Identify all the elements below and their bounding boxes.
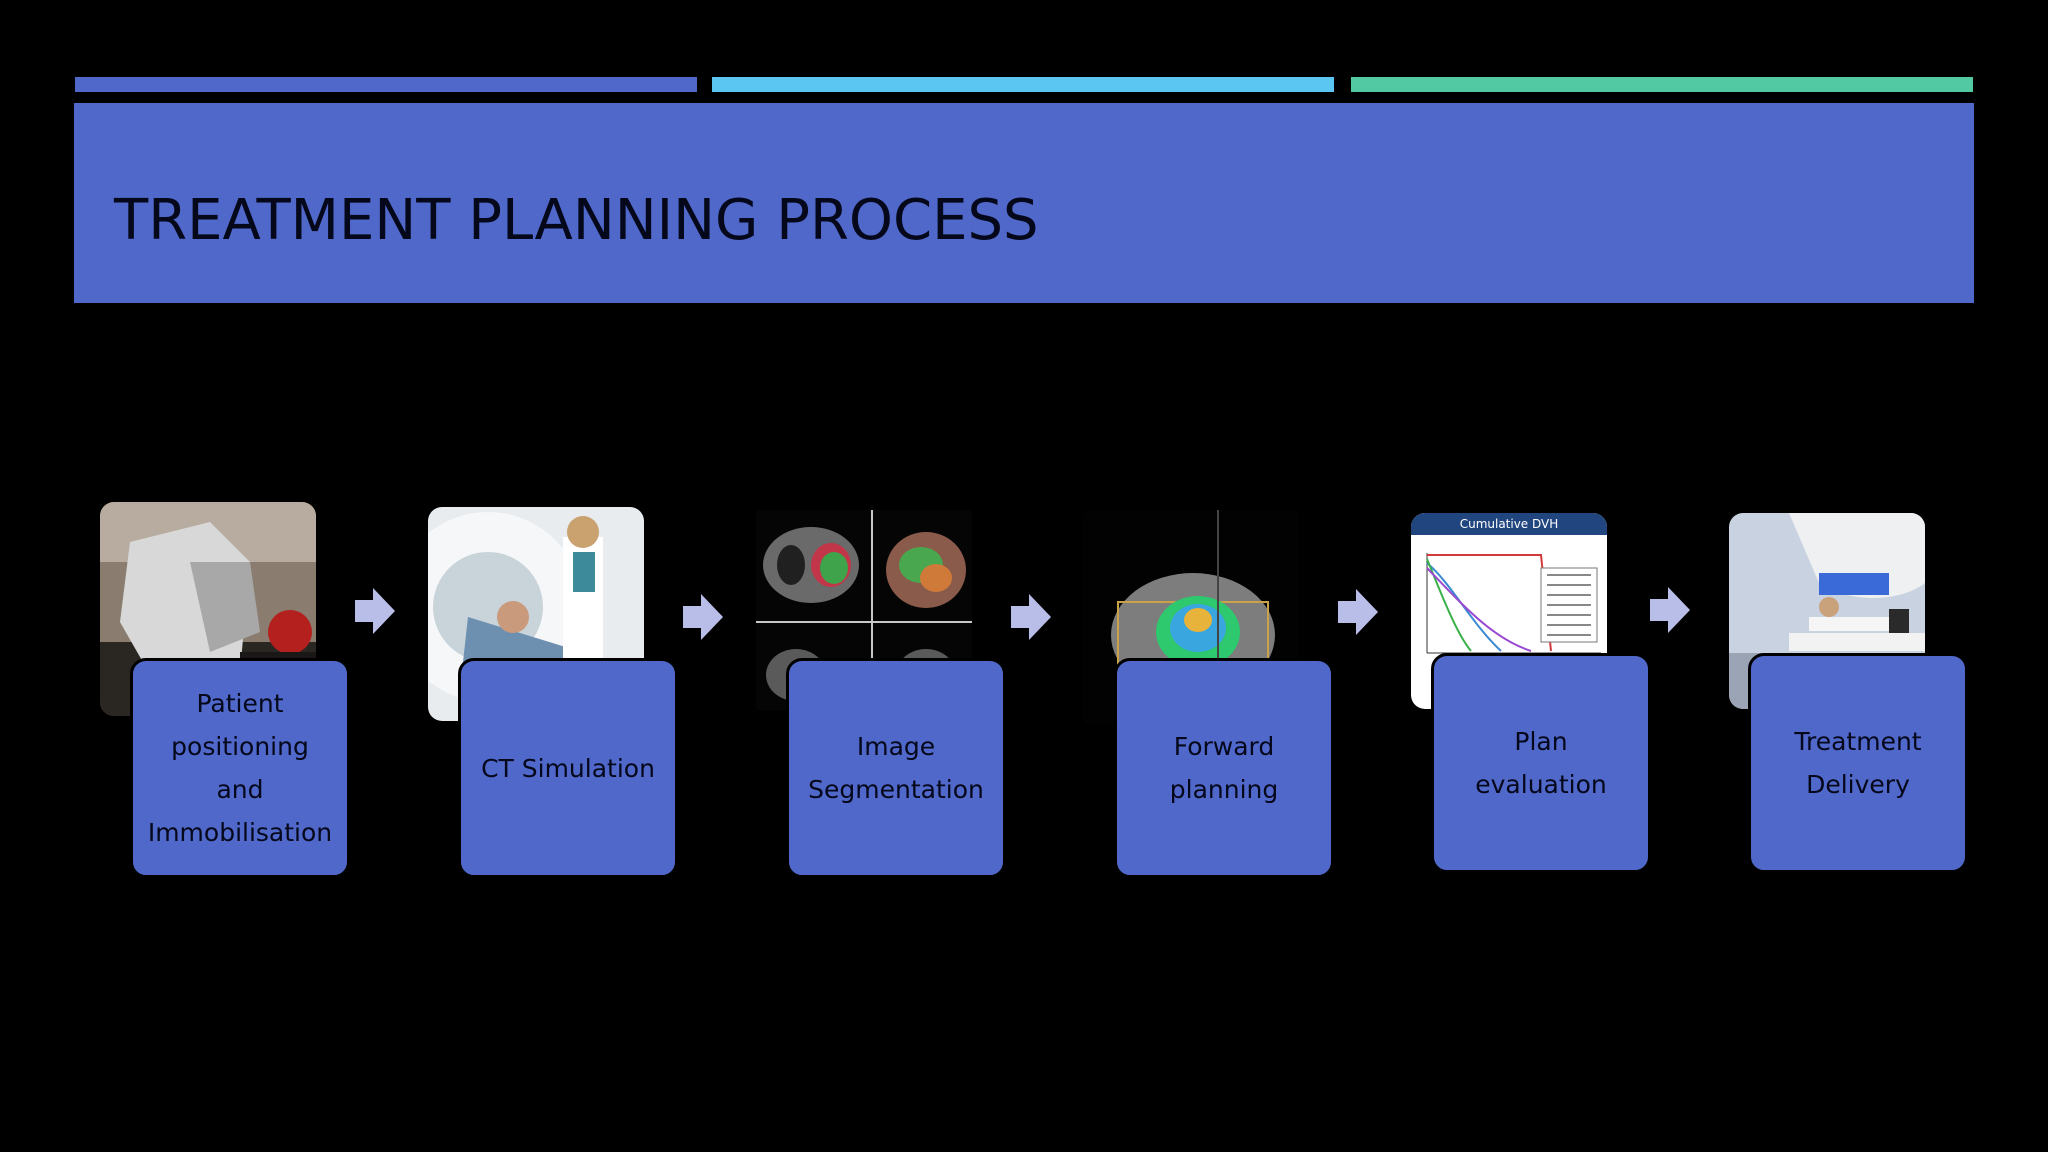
accent-bar-2: [712, 77, 1334, 92]
arrow-right-icon: [1338, 589, 1378, 635]
step-label: Treatment Delivery: [1794, 727, 1922, 799]
step-label: CT Simulation: [481, 753, 655, 783]
step-label: Image Segmentation: [808, 732, 984, 804]
arrow-right-icon: [1011, 594, 1051, 640]
dvh-chart-title: Cumulative DVH: [1411, 513, 1607, 535]
step-label: Patient positioning and Immobilisation: [147, 689, 333, 847]
arrow-right-icon: [1650, 587, 1690, 633]
accent-bar-1: [75, 77, 697, 92]
slide-title: TREATMENT PLANNING PROCESS: [114, 188, 1039, 253]
step-label: Forward planning: [1169, 732, 1279, 804]
step-label-box: Treatment Delivery: [1748, 653, 1968, 873]
step-label-box: Patient positioning and Immobilisation: [130, 658, 350, 878]
step-label-box: Image Segmentation: [786, 658, 1006, 878]
arrow-right-icon: [683, 594, 723, 640]
step-label-box: Forward planning: [1114, 658, 1334, 878]
step-label-box: Plan evaluation: [1431, 653, 1651, 873]
title-banner: TREATMENT PLANNING PROCESS: [74, 103, 1974, 303]
arrow-right-icon: [355, 588, 395, 634]
step-label: Plan evaluation: [1475, 727, 1607, 799]
step-label-box: CT Simulation: [458, 658, 678, 878]
immobilisation-mask-photo: [100, 502, 316, 716]
accent-bar-3: [1351, 77, 1973, 92]
